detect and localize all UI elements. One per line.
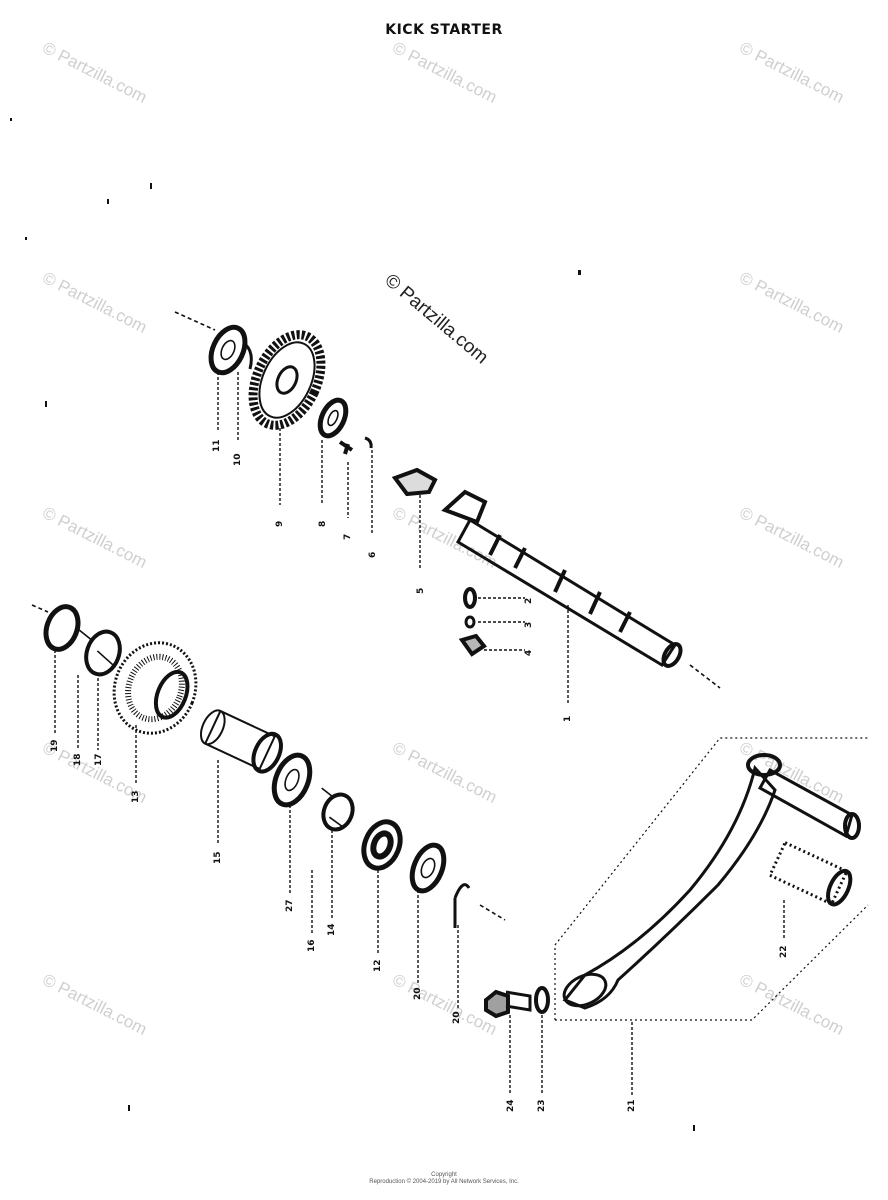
callout-label: 3 xyxy=(524,621,534,628)
guide-5 xyxy=(391,467,438,497)
callout-label: 12 xyxy=(373,959,383,972)
bush-18 xyxy=(77,628,122,677)
callout-label: 4 xyxy=(524,649,534,656)
bearing-16 xyxy=(361,819,403,871)
footer-line: Reproduction © 2004-2019 by All Network … xyxy=(369,1179,519,1185)
callout-label: 7 xyxy=(343,533,353,540)
callout-label: 1 xyxy=(563,715,573,722)
callout-label: 27 xyxy=(285,899,295,912)
leader-lines xyxy=(217,372,569,705)
spring-guide-15 xyxy=(199,709,283,774)
diagram-title: KICK STARTER xyxy=(385,22,503,38)
callout-label: 22 xyxy=(779,945,789,958)
callout-label: 11 xyxy=(212,439,222,452)
footer-line: Copyright xyxy=(431,1172,457,1178)
callout-label: 6 xyxy=(368,551,378,558)
axis-line xyxy=(689,664,721,689)
washer-11 xyxy=(208,324,248,376)
callout-label: 17 xyxy=(94,753,104,766)
copyright-footer: Copyright Reproduction © 2004-2019 by Al… xyxy=(0,1172,888,1186)
bolt-24 xyxy=(484,989,532,1019)
callout-label: 24 xyxy=(506,1099,516,1112)
callout-label: 10 xyxy=(233,453,243,466)
group-outline xyxy=(554,737,869,1021)
bush-26 xyxy=(321,787,355,832)
callout-label: 9 xyxy=(275,520,285,527)
circlip-10 xyxy=(244,343,253,370)
rubber-22 xyxy=(767,840,853,907)
washer-23 xyxy=(534,986,550,1014)
clip-6 xyxy=(364,436,373,449)
callout-label: 20 xyxy=(413,987,423,1000)
washer-8 xyxy=(317,397,349,439)
gear-9 xyxy=(248,330,326,430)
callout-label: 2 xyxy=(524,597,534,604)
kick-shaft-1 xyxy=(441,489,683,668)
callout-label: 21 xyxy=(627,1099,637,1112)
washer-19 xyxy=(43,604,81,652)
spring-2 xyxy=(463,587,477,609)
callout-label: 16 xyxy=(307,939,317,952)
washer-27 xyxy=(271,752,313,808)
pin-7 xyxy=(338,440,354,455)
stopper-4 xyxy=(458,633,487,657)
kick-lever-21 xyxy=(562,753,861,1010)
spring-20 xyxy=(453,883,471,928)
axis-line xyxy=(174,311,216,331)
callout-label: 20 xyxy=(452,1011,462,1024)
callout-label: 19 xyxy=(50,739,60,752)
callout-label: 13 xyxy=(131,790,141,803)
callout-label: 14 xyxy=(327,923,337,936)
ball-3 xyxy=(464,615,476,629)
callout-label: 15 xyxy=(213,851,223,864)
callout-label: 8 xyxy=(318,520,328,527)
callout-label: 23 xyxy=(537,1099,547,1112)
spring-13 xyxy=(112,641,198,735)
washer-17 xyxy=(409,842,447,894)
callout-label: 18 xyxy=(73,753,83,766)
callout-label: 5 xyxy=(416,587,426,594)
